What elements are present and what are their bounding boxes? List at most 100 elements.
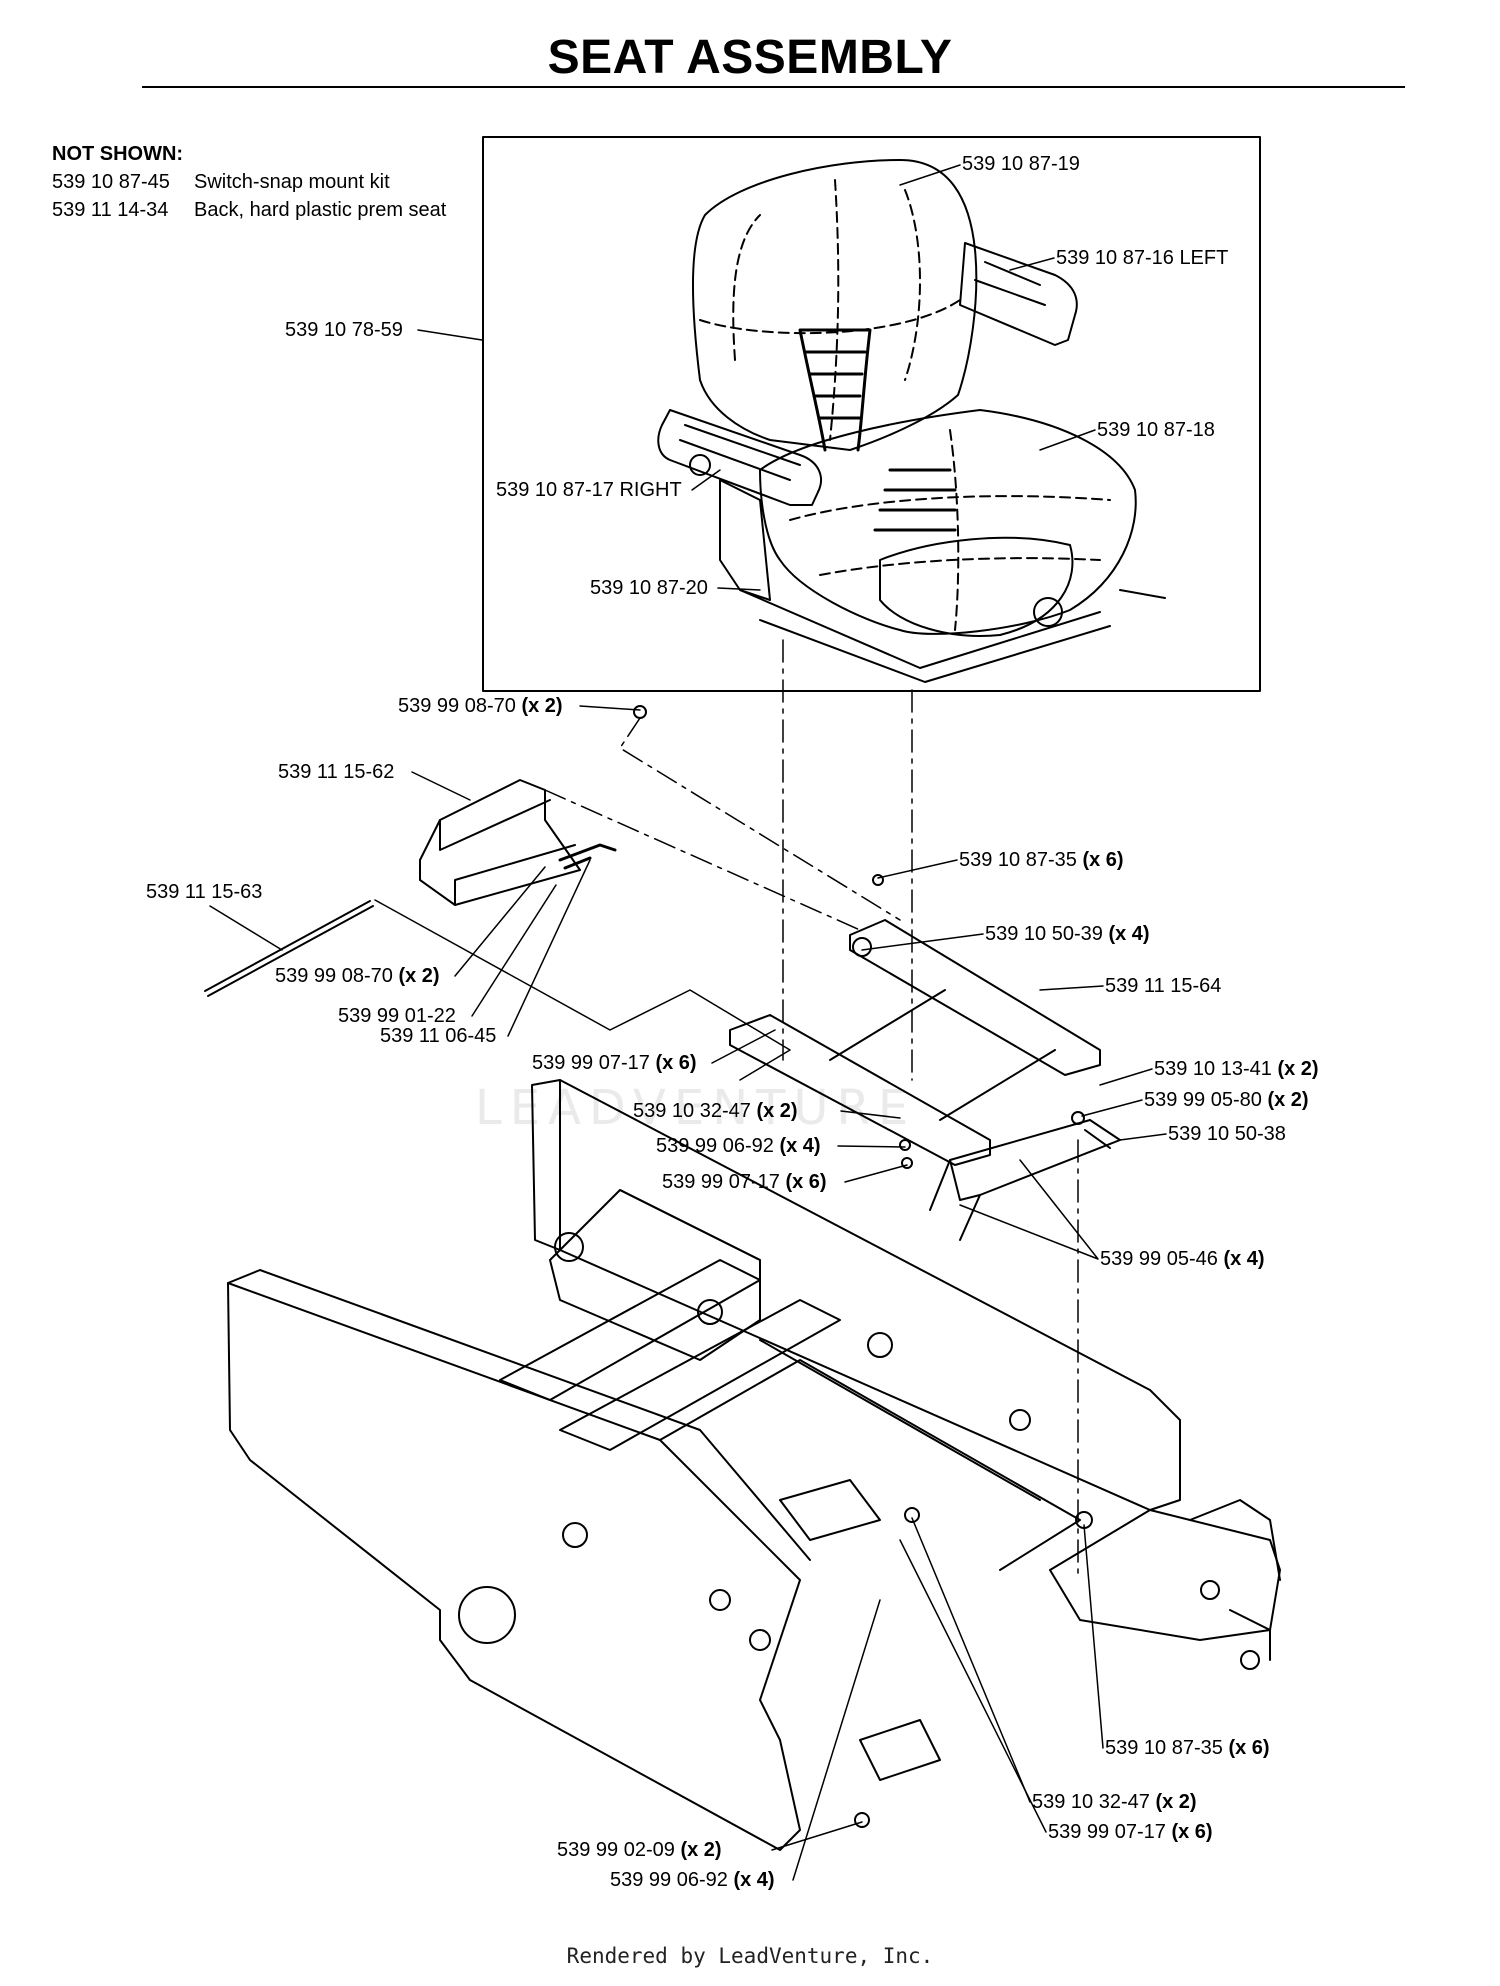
alignment-line [782,639,1079,1581]
callout-quantity: (x 4) [1108,923,1150,945]
leader-line [1039,429,1096,451]
footer-credit: Rendered by LeadVenture, Inc. [566,1944,934,1968]
switch-mount-flange [929,1129,1111,1241]
callout-label: 539 10 13-41 (x 2) [1154,1057,1319,1081]
callout-label: 539 11 15-64 [1105,974,1221,998]
seat-adjust-lever [1119,589,1166,599]
bolt [901,1157,913,1169]
battery-box-top [619,1189,761,1261]
callout-quantity: (x 6) [1171,1821,1213,1843]
leader-line [507,859,591,1037]
leader-line [1081,1099,1143,1117]
seat-rail-crossbar [829,989,1056,1121]
leader-line [840,1110,901,1119]
leader-line [959,1159,1099,1260]
seat-rail-frame [849,919,1101,1076]
callout-label: 539 99 05-46 (x 4) [1100,1247,1265,1271]
bolt [633,705,647,719]
callout-part-number: 539 10 32-47 [1032,1791,1150,1813]
leader-line [837,1145,906,1148]
callout-part-number: 539 99 05-46 [1100,1248,1218,1270]
seat-cushion-front [879,536,1074,637]
leader-line [579,705,641,711]
callout-label: 539 10 32-47 (x 2) [633,1099,798,1123]
seat-knob-right [1033,597,1063,627]
callout-label: 539 10 78-59 [285,318,403,342]
callout-label: 539 10 87-19 [962,152,1080,176]
callout-quantity: (x 6) [655,1052,697,1074]
leader-line [454,866,546,977]
chassis-hole [562,1522,588,1548]
callout-label: 539 10 87-35 (x 6) [959,848,1124,872]
callout-part-number: 539 99 01-22 [338,1005,456,1027]
chassis-hole [697,1299,723,1325]
callout-part-number: 539 10 32-47 [633,1100,751,1122]
callout-part-number: 539 11 15-62 [278,761,395,783]
switch-bracket [419,779,581,906]
leader-line [771,1821,863,1851]
callout-quantity: (x 4) [779,1135,821,1157]
leader-line [899,164,961,186]
callout-part-number: 539 99 07-17 [532,1052,650,1074]
chassis-hole [1009,1409,1031,1431]
callout-part-number: 539 10 87-19 [962,153,1080,175]
chassis-rear-plate [1049,1509,1281,1641]
leader-line [411,771,471,801]
callout-quantity: (x 6) [1228,1737,1270,1759]
chassis-hole [749,1629,771,1651]
chassis-hole [1200,1580,1220,1600]
callout-quantity: (x 2) [1277,1058,1319,1080]
chassis-hole [458,1586,516,1644]
not-shown-part-number: 539 11 14-34 [52,199,169,221]
callout-part-number: 539 99 08-70 [275,965,393,987]
left-armrest-detail [974,261,1046,306]
callout-quantity: (x 2) [521,695,563,717]
callout-part-number: 539 10 87-35 [959,849,1077,871]
seat-back-seam [699,179,961,441]
callout-part-number: 539 10 87-17 RIGHT [496,479,682,501]
seat-cushion [759,409,1137,635]
armrest-knob [689,454,711,476]
callout-part-number: 539 99 07-17 [1048,1821,1166,1843]
callout-quantity: (x 4) [1223,1248,1265,1270]
not-shown-heading: NOT SHOWN: [52,143,184,165]
callout-part-number: 539 99 07-17 [662,1171,780,1193]
leader-line [877,859,958,879]
callout-quantity: (x 4) [733,1869,775,1891]
callout-part-number: 539 11 06-45 [380,1025,497,1047]
callout-part-number: 539 10 50-38 [1168,1123,1286,1145]
pivot-rod [204,900,374,997]
callout-label: 539 11 06-45 [380,1024,496,1048]
floor-opening [779,1479,881,1541]
callout-quantity: (x 2) [680,1839,722,1861]
chassis-back-panel [531,1079,1181,1511]
bolt [872,874,884,886]
callout-quantity: (x 2) [756,1100,798,1122]
chassis-hole [709,1589,731,1611]
bolt [899,1139,911,1151]
leader-line [1009,257,1055,271]
chassis-right-bracket [1189,1499,1281,1661]
callout-label: 539 99 07-17 (x 6) [662,1170,827,1194]
callout-part-number: 539 10 78-59 [285,319,403,341]
callout-label: 539 10 87-17 RIGHT [496,478,682,502]
callout-label: 539 99 01-22 [338,1004,456,1028]
callout-part-number: 539 99 06-92 [656,1135,774,1157]
seat-cushion-seams [789,429,1111,631]
seat-slide-rail [739,589,1111,683]
callout-label: 539 10 87-35 (x 6) [1105,1736,1270,1760]
leader-line [691,469,721,491]
switch-bracket-flange [439,799,576,906]
callout-label: 539 10 87-20 [590,576,708,600]
callout-label: 539 11 15-62 [278,760,394,784]
callout-label: 539 10 50-39 (x 4) [985,922,1150,946]
leader-line [1099,1068,1153,1086]
right-armrest-detail [679,424,801,481]
chassis-cross-member [499,1259,841,1451]
seat-cushion-straps [873,468,957,532]
switch-mount-bracket [949,1119,1121,1201]
callout-label: 539 99 08-70 (x 2) [275,964,440,988]
